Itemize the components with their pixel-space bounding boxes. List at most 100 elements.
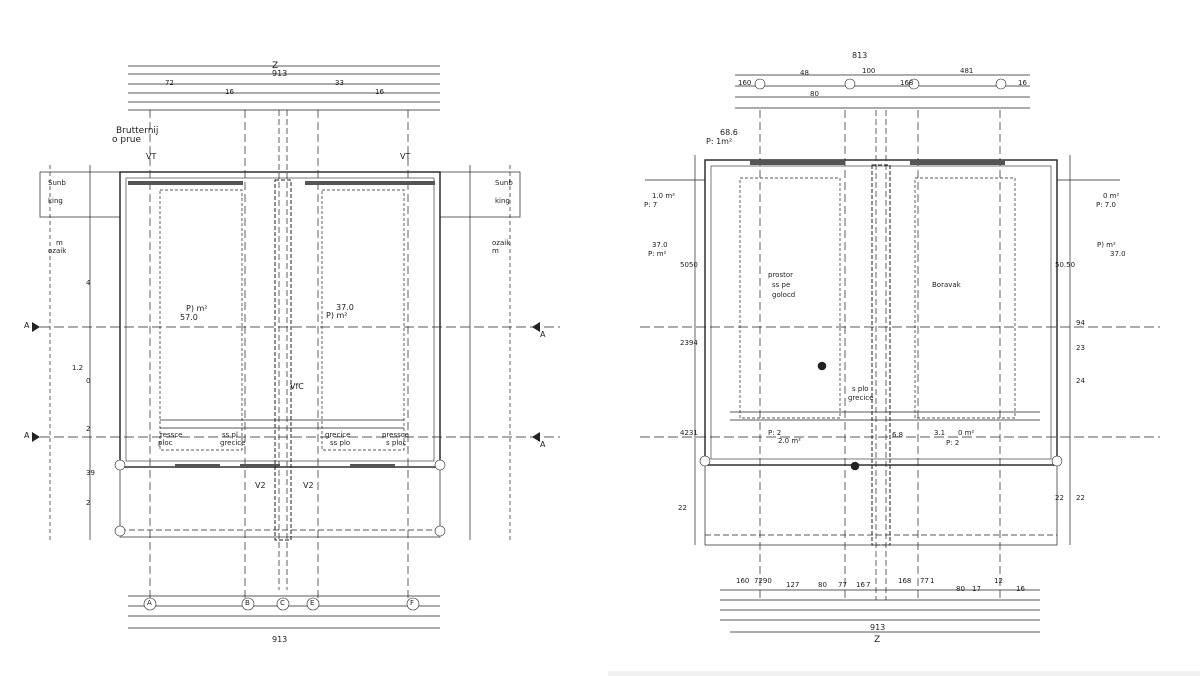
- side-dim: 0: [86, 377, 91, 385]
- room-sublabel: ss plo: [330, 439, 351, 447]
- bottom-dim: 160: [736, 577, 750, 585]
- side-dim: 24: [1076, 377, 1085, 385]
- area-value: 1.0 m²: [652, 192, 675, 200]
- top-dim-overall: 913: [272, 69, 288, 78]
- bottom-dim: 7290: [754, 577, 772, 585]
- area-label: 0 m²: [958, 429, 975, 437]
- room-label: prostor: [768, 271, 794, 279]
- side-dim: 5050: [680, 261, 698, 269]
- area-label: P: 7: [644, 201, 658, 209]
- side-dim: 1.2: [72, 364, 84, 372]
- section-mark: A: [24, 431, 30, 440]
- room-sublabel: grecice: [848, 394, 874, 402]
- bottom-dim: 77: [838, 581, 847, 589]
- area-label: 2.0 m²: [778, 437, 801, 445]
- side-dim: 2394: [680, 339, 698, 347]
- wall-code: VfC: [290, 382, 304, 391]
- area-value: 68.6: [720, 128, 738, 137]
- room-sublabel: s ploc: [386, 439, 407, 447]
- area-value: 37.0: [336, 303, 354, 312]
- top-dim: 168: [900, 79, 914, 87]
- top-dim: 80: [810, 90, 819, 98]
- area-label: P) m²: [1097, 241, 1116, 249]
- area-label: P: 1m²: [706, 137, 733, 146]
- top-dim: 33: [335, 79, 344, 87]
- side-dim: 4231: [680, 429, 698, 437]
- axis-label: E: [310, 599, 315, 607]
- bottom-dim: 1: [930, 577, 935, 585]
- side-dim: 50.50: [1055, 261, 1076, 269]
- top-dim: 481: [960, 67, 974, 75]
- room-sublabel: king: [48, 197, 63, 205]
- section-mark: A: [540, 440, 546, 449]
- top-dim: 16: [375, 88, 384, 96]
- room-label: pressce: [382, 431, 409, 439]
- top-dim: 16: [1018, 79, 1027, 87]
- room-label: s plo: [852, 385, 869, 393]
- side-dim: 2: [86, 499, 91, 507]
- top-dim: 16: [225, 88, 234, 96]
- side-dim: 22: [1055, 494, 1064, 502]
- right-floor-plan: 813 160 48 80 100 168 481 16 68.6 P: 1m²…: [600, 0, 1200, 676]
- side-dim: 4: [86, 279, 91, 287]
- room-sublabel: king: [495, 197, 510, 205]
- bottom-dim: 7: [866, 581, 871, 589]
- sheet-footer-band: [608, 671, 1200, 676]
- room-label: Sunb: [495, 179, 513, 187]
- area-label: P) m²: [326, 311, 348, 320]
- axis-label: B: [245, 599, 250, 607]
- area-label: P: 7.0: [1096, 201, 1116, 209]
- side-dim: 39: [86, 469, 95, 477]
- left-plan-drawing: [32, 65, 560, 629]
- axis-label: F: [410, 599, 415, 607]
- room-sublabel: m: [56, 239, 63, 247]
- bottom-dim: 16: [1016, 585, 1025, 593]
- room-label: ozaik: [492, 239, 511, 247]
- room-sublabel: grecice: [220, 439, 246, 447]
- top-dim: 160: [738, 79, 752, 87]
- bottom-dim-total: 913: [870, 623, 886, 632]
- top-dim-total: Z: [272, 61, 279, 71]
- bottom-dim-overall: Z: [874, 635, 881, 645]
- room-sublabel: ploc: [158, 439, 173, 447]
- area-value: 0 m²: [1103, 192, 1120, 200]
- area-value: P: 2: [946, 439, 960, 447]
- side-dim: 2: [86, 425, 91, 433]
- area-value: 37.0: [1110, 250, 1126, 258]
- area-value: 57.0: [180, 313, 198, 322]
- side-dim: 23: [1076, 344, 1085, 352]
- room-label: ressce: [160, 431, 183, 439]
- area-label: P: m²: [648, 250, 667, 258]
- area-label: 6.8: [892, 431, 904, 439]
- room-sublabel: o prue: [112, 135, 142, 145]
- room-label: Sunb: [48, 179, 66, 187]
- top-dim: 48: [800, 69, 809, 77]
- left-floor-plan: Z 913 72 16 33 16 Brutternij o prue Sunb…: [24, 61, 560, 644]
- area-value: P: 2: [768, 429, 782, 437]
- wall-code: VT: [146, 152, 157, 161]
- room-label: grecice: [325, 431, 351, 439]
- axis-label: A: [147, 599, 152, 607]
- room-sublabel: m: [492, 247, 499, 255]
- room-label: Brutternij: [116, 126, 159, 136]
- room-sublabel: ss pe: [772, 281, 791, 289]
- bottom-dim: 168: [898, 577, 912, 585]
- area-value: 3.1: [934, 429, 946, 437]
- side-dim: 94: [1076, 319, 1085, 327]
- bottom-dim: 12: [994, 577, 1003, 585]
- area-value: 37.0: [652, 241, 668, 249]
- bottom-dim-total: 913: [272, 635, 288, 644]
- wall-code: VT: [400, 152, 411, 161]
- room-label: Boravak: [932, 281, 961, 289]
- side-dim: 22: [1076, 494, 1085, 502]
- top-dim-total: 813: [852, 51, 868, 60]
- room-label: ss pl: [222, 431, 238, 439]
- bottom-dim: 77: [920, 577, 929, 585]
- wall-code: V2: [255, 481, 266, 490]
- side-dim: 22: [678, 504, 687, 512]
- room-label: golocd: [772, 291, 796, 299]
- bottom-dim: 80: [818, 581, 827, 589]
- section-mark: A: [24, 321, 30, 330]
- bottom-dim: 80: [956, 585, 965, 593]
- top-dim: 100: [862, 67, 876, 75]
